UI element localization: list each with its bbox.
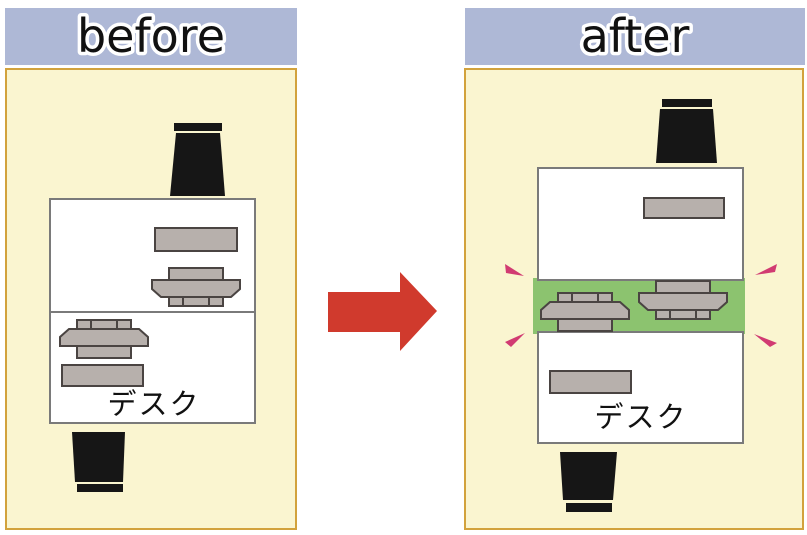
before-after-arrow-icon — [328, 272, 437, 351]
chair-seat — [72, 432, 125, 482]
chair-backrest — [77, 484, 123, 492]
after-top-keyboard-rect — [643, 197, 725, 219]
before-desk-label: デスク — [107, 387, 200, 421]
emphasis-spark-icon-top-right — [755, 264, 777, 275]
before-bottom-keyboard-rect — [61, 364, 144, 387]
chair-backrest — [566, 503, 612, 512]
emphasis-spark-icon-top-left — [505, 264, 524, 276]
after-bottom-chair-silhouette — [560, 452, 617, 512]
before-header — [5, 8, 297, 65]
chair-backrest — [174, 123, 222, 131]
chair-backrest — [662, 99, 712, 107]
chair-seat — [560, 452, 617, 500]
emphasis-spark-icon-bottom-left — [505, 333, 525, 347]
before-header-label: before — [77, 9, 225, 63]
after-top-chair-silhouette — [656, 99, 717, 163]
before-top-chair-silhouette — [170, 123, 225, 196]
before-top-keyboard-rect — [154, 227, 238, 252]
chair-seat — [170, 133, 225, 196]
before-bottom-chair-silhouette — [72, 432, 125, 492]
after-top-desk — [537, 167, 744, 281]
after-panel: after デスク — [464, 6, 805, 530]
emphasis-spark-icon-bottom-right — [754, 334, 777, 347]
after-bottom-keyboard-rect — [549, 370, 632, 394]
after-header-label: after — [581, 9, 690, 63]
after-desk-label: デスク — [594, 400, 687, 434]
before-panel: before デスク — [5, 6, 297, 530]
chair-seat — [656, 109, 717, 163]
after-header — [465, 8, 805, 65]
